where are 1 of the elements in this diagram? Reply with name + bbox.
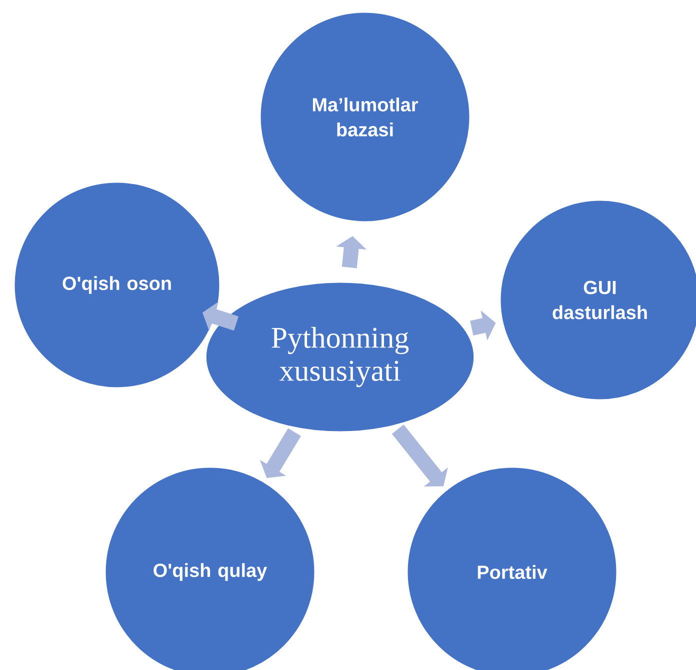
block-arrow xyxy=(392,424,448,486)
